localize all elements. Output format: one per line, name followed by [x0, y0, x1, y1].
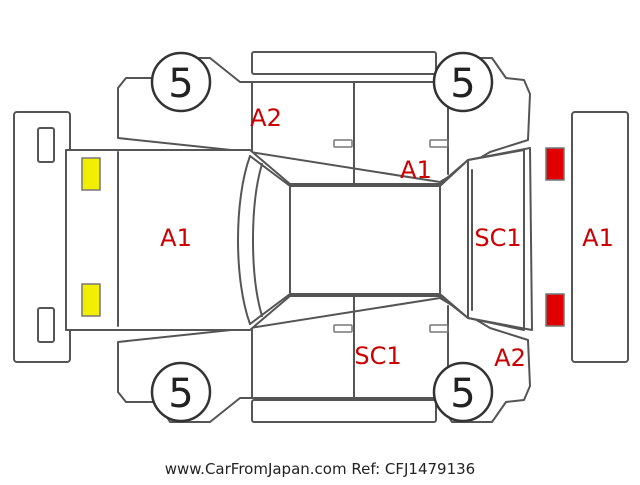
left-front-door-handle [333, 139, 353, 148]
front-bumper [13, 111, 71, 363]
front-bumper-vent-bottom [37, 307, 55, 343]
front-bumper-vent-top [37, 127, 55, 163]
right-side-skirt [251, 399, 437, 423]
tyre-front-right-grade: 5 [168, 371, 193, 417]
rear-lamp-right [545, 293, 565, 327]
tyre-rear-right-grade: 5 [450, 371, 475, 417]
code-left-rear-door: A1 [400, 156, 432, 184]
code-rear-window-area: SC1 [474, 224, 521, 252]
footer-reference: www.CarFromJapan.com Ref: CFJ1479136 [165, 460, 475, 478]
rear-bumper [571, 111, 629, 363]
top-view-body [65, 147, 533, 331]
right-rear-door-handle [429, 324, 449, 333]
left-side-profile [117, 57, 531, 185]
right-front-door-handle [333, 324, 353, 333]
front-lamp-right [81, 283, 101, 317]
rear-lamp-left [545, 147, 565, 181]
code-rear-bumper: A1 [582, 224, 614, 252]
code-right-front-door: SC1 [354, 342, 401, 370]
tyre-front-left: 5 [150, 51, 212, 113]
tyre-front-right: 5 [150, 361, 212, 423]
front-lamp-left [81, 157, 101, 191]
code-hood: A1 [160, 224, 192, 252]
tyre-rear-left: 5 [432, 51, 494, 113]
tyre-rear-left-grade: 5 [450, 61, 475, 107]
left-side-skirt [251, 51, 437, 75]
tyre-rear-right: 5 [432, 361, 494, 423]
left-rear-door-handle [429, 139, 449, 148]
code-right-rear-fender: A2 [494, 344, 526, 372]
tyre-front-left-grade: 5 [168, 61, 193, 107]
code-left-front-door: A2 [250, 104, 282, 132]
